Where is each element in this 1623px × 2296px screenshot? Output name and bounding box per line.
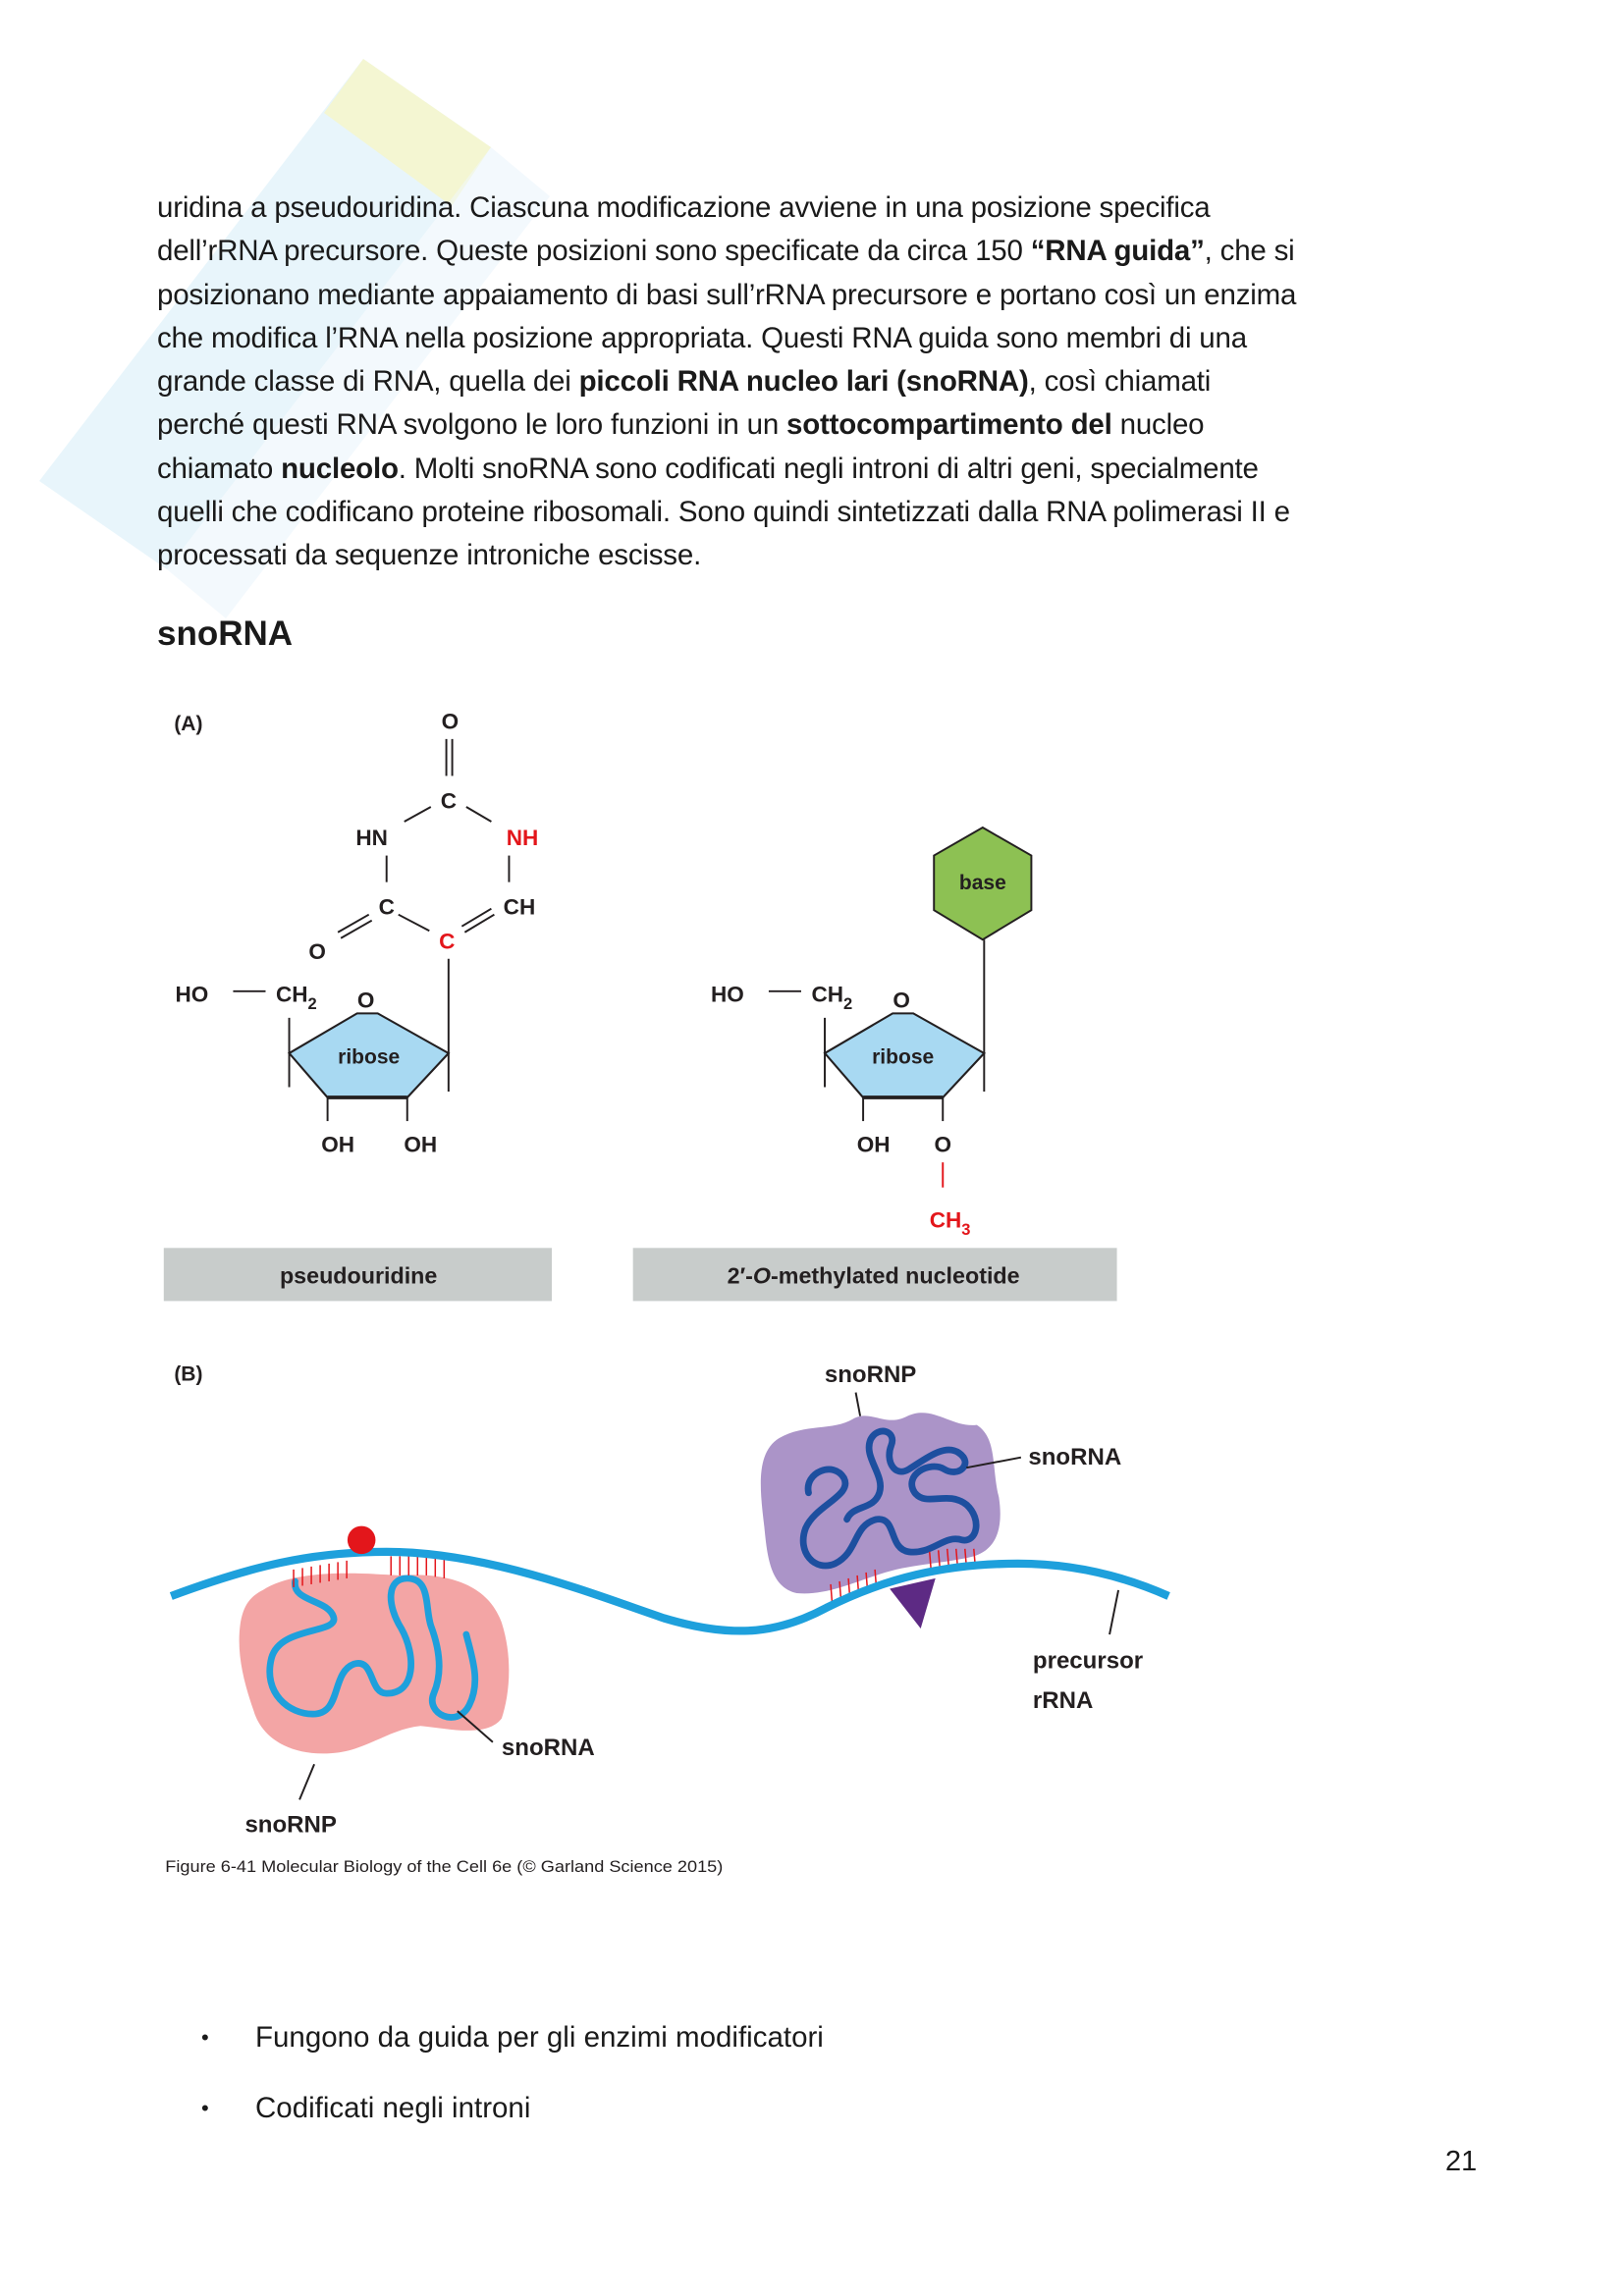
page-number: 21 <box>1445 2146 1478 2177</box>
bullet-icon: • <box>201 2096 209 2120</box>
atom-ch: CH <box>504 895 536 920</box>
atom-oh-2: OH <box>404 1133 437 1157</box>
text-segment: processati da sequenze introniche esciss… <box>157 539 702 572</box>
atom-ch2: CH2 <box>276 982 317 1013</box>
text-segment: che modifica l’RNA nella posizione appro… <box>157 321 1247 354</box>
ribose-label: ribose <box>338 1045 400 1068</box>
snorna-dark <box>799 1427 980 1570</box>
bold-text: sottocompartimento del <box>786 408 1112 442</box>
list-item-text: Fungono da guida per gli enzimi modifica… <box>255 2021 824 2054</box>
paragraph-line: uridina a pseudouridina. Ciascuna modifi… <box>157 187 1296 230</box>
atom-hn: HN <box>355 826 388 850</box>
atom-ho: HO <box>711 982 744 1006</box>
snornp-pink <box>239 1573 510 1754</box>
pseudouridine-label-box <box>163 1248 553 1302</box>
body-paragraph: uridina a pseudouridina. Ciascuna modifi… <box>157 187 1296 578</box>
section-heading: snoRNA <box>157 614 294 653</box>
paragraph-line: chiamato nucleolo. Molti snoRNA sono cod… <box>157 448 1296 491</box>
paragraph-line: che modifica l’RNA nella posizione appro… <box>157 317 1296 360</box>
pseudouridine-label: pseudouridine <box>280 1262 437 1288</box>
methylated-nucleotide-structure: base HO CH2 O ribose OH O CH3 2′-O-methy… <box>632 826 1117 1302</box>
panel-a-label: (A) <box>174 713 202 735</box>
snornp-bottom-label: snoRNP <box>244 1811 336 1838</box>
modifying-enzyme <box>890 1577 936 1629</box>
paragraph-line: perché questi RNA svolgono le loro funzi… <box>157 403 1296 447</box>
snorna-right-label: snoRNA <box>1028 1444 1121 1470</box>
snorna-left-label: snoRNA <box>502 1735 595 1761</box>
text-segment: , che si <box>1204 235 1295 268</box>
atom-c-left: C <box>379 895 395 920</box>
text-segment: nucleo <box>1111 408 1205 442</box>
snornp-purple <box>760 1413 1001 1594</box>
text-segment: chiamato <box>157 452 282 485</box>
text-segment: quelli che codificano proteine ribosomal… <box>157 496 1290 529</box>
text-segment: , così chiamati <box>1028 365 1212 399</box>
bullet-icon: • <box>201 2025 209 2050</box>
rrna-label: rRNA <box>1033 1687 1093 1714</box>
bold-text: “RNA guida” <box>1030 235 1205 268</box>
text-segment: grande classe di RNA, quella dei <box>157 365 579 399</box>
pseudouridine-structure: O C HN NH C CH O C HO CH2 O <box>163 709 553 1302</box>
snorna-light <box>266 1575 479 1721</box>
atom-oh-1: OH <box>321 1133 354 1157</box>
atom-nh-red: NH <box>507 826 539 850</box>
panel-b-label: (B) <box>174 1363 202 1386</box>
panel-b: (B) snoRNP snoRNA snoRNA s <box>165 1362 1170 1876</box>
atom-o-ring: O <box>893 988 910 1012</box>
ribose-label: ribose <box>872 1045 934 1068</box>
precursor-label: precursor <box>1033 1648 1143 1675</box>
methylated-label: 2′-O-methylated nucleotide <box>728 1262 1020 1288</box>
atom-c-top: C <box>441 788 457 813</box>
atom-c-red: C <box>439 929 455 953</box>
snornp-top-label: snoRNP <box>825 1362 916 1388</box>
base-hexagon <box>933 826 1033 941</box>
text-segment: . Molti snoRNA sono codificati negli int… <box>398 452 1259 485</box>
leader-lines <box>298 1392 1120 1800</box>
figure-credit: Figure 6-41 Molecular Biology of the Cel… <box>165 1857 723 1876</box>
paragraph-line: processati da sequenze introniche esciss… <box>157 534 1296 577</box>
atom-ch3-red: CH3 <box>930 1207 971 1239</box>
paragraph-line: quelli che codificano proteine ribosomal… <box>157 491 1296 534</box>
modification-dot <box>347 1525 376 1555</box>
text-segment: dell’rRNA precursore. Queste posizioni s… <box>157 235 1031 268</box>
text-segment: perché questi RNA svolgono le loro funzi… <box>157 408 787 442</box>
paragraph-line: grande classe di RNA, quella dei piccoli… <box>157 360 1296 403</box>
atom-o-ring: O <box>357 988 375 1012</box>
bold-text: piccoli RNA nucleo lari (snoRNA) <box>578 365 1029 399</box>
precursor-rrna-strand <box>169 1547 1170 1635</box>
methylated-label-box <box>632 1248 1117 1302</box>
atom-oh: OH <box>857 1133 891 1157</box>
atom-o: O <box>934 1133 951 1157</box>
text-segment: posizionano mediante appaiamento di basi… <box>157 278 1297 311</box>
panel-a: (A) O C HN NH C CH O C HO CH2 O <box>163 709 1117 1302</box>
atom-o-top: O <box>442 709 460 733</box>
base-label: base <box>959 872 1006 894</box>
paragraph-line: dell’rRNA precursore. Queste posizioni s… <box>157 230 1296 273</box>
list-item-text: Codificati negli introni <box>255 2092 531 2124</box>
atom-ch2: CH2 <box>812 982 853 1013</box>
text-segment: uridina a pseudouridina. Ciascuna modifi… <box>157 191 1211 224</box>
atom-ho: HO <box>175 982 208 1006</box>
atom-o-left: O <box>308 939 326 964</box>
bold-text: nucleolo <box>281 452 399 485</box>
paragraph-line: posizionano mediante appaiamento di basi… <box>157 274 1296 317</box>
